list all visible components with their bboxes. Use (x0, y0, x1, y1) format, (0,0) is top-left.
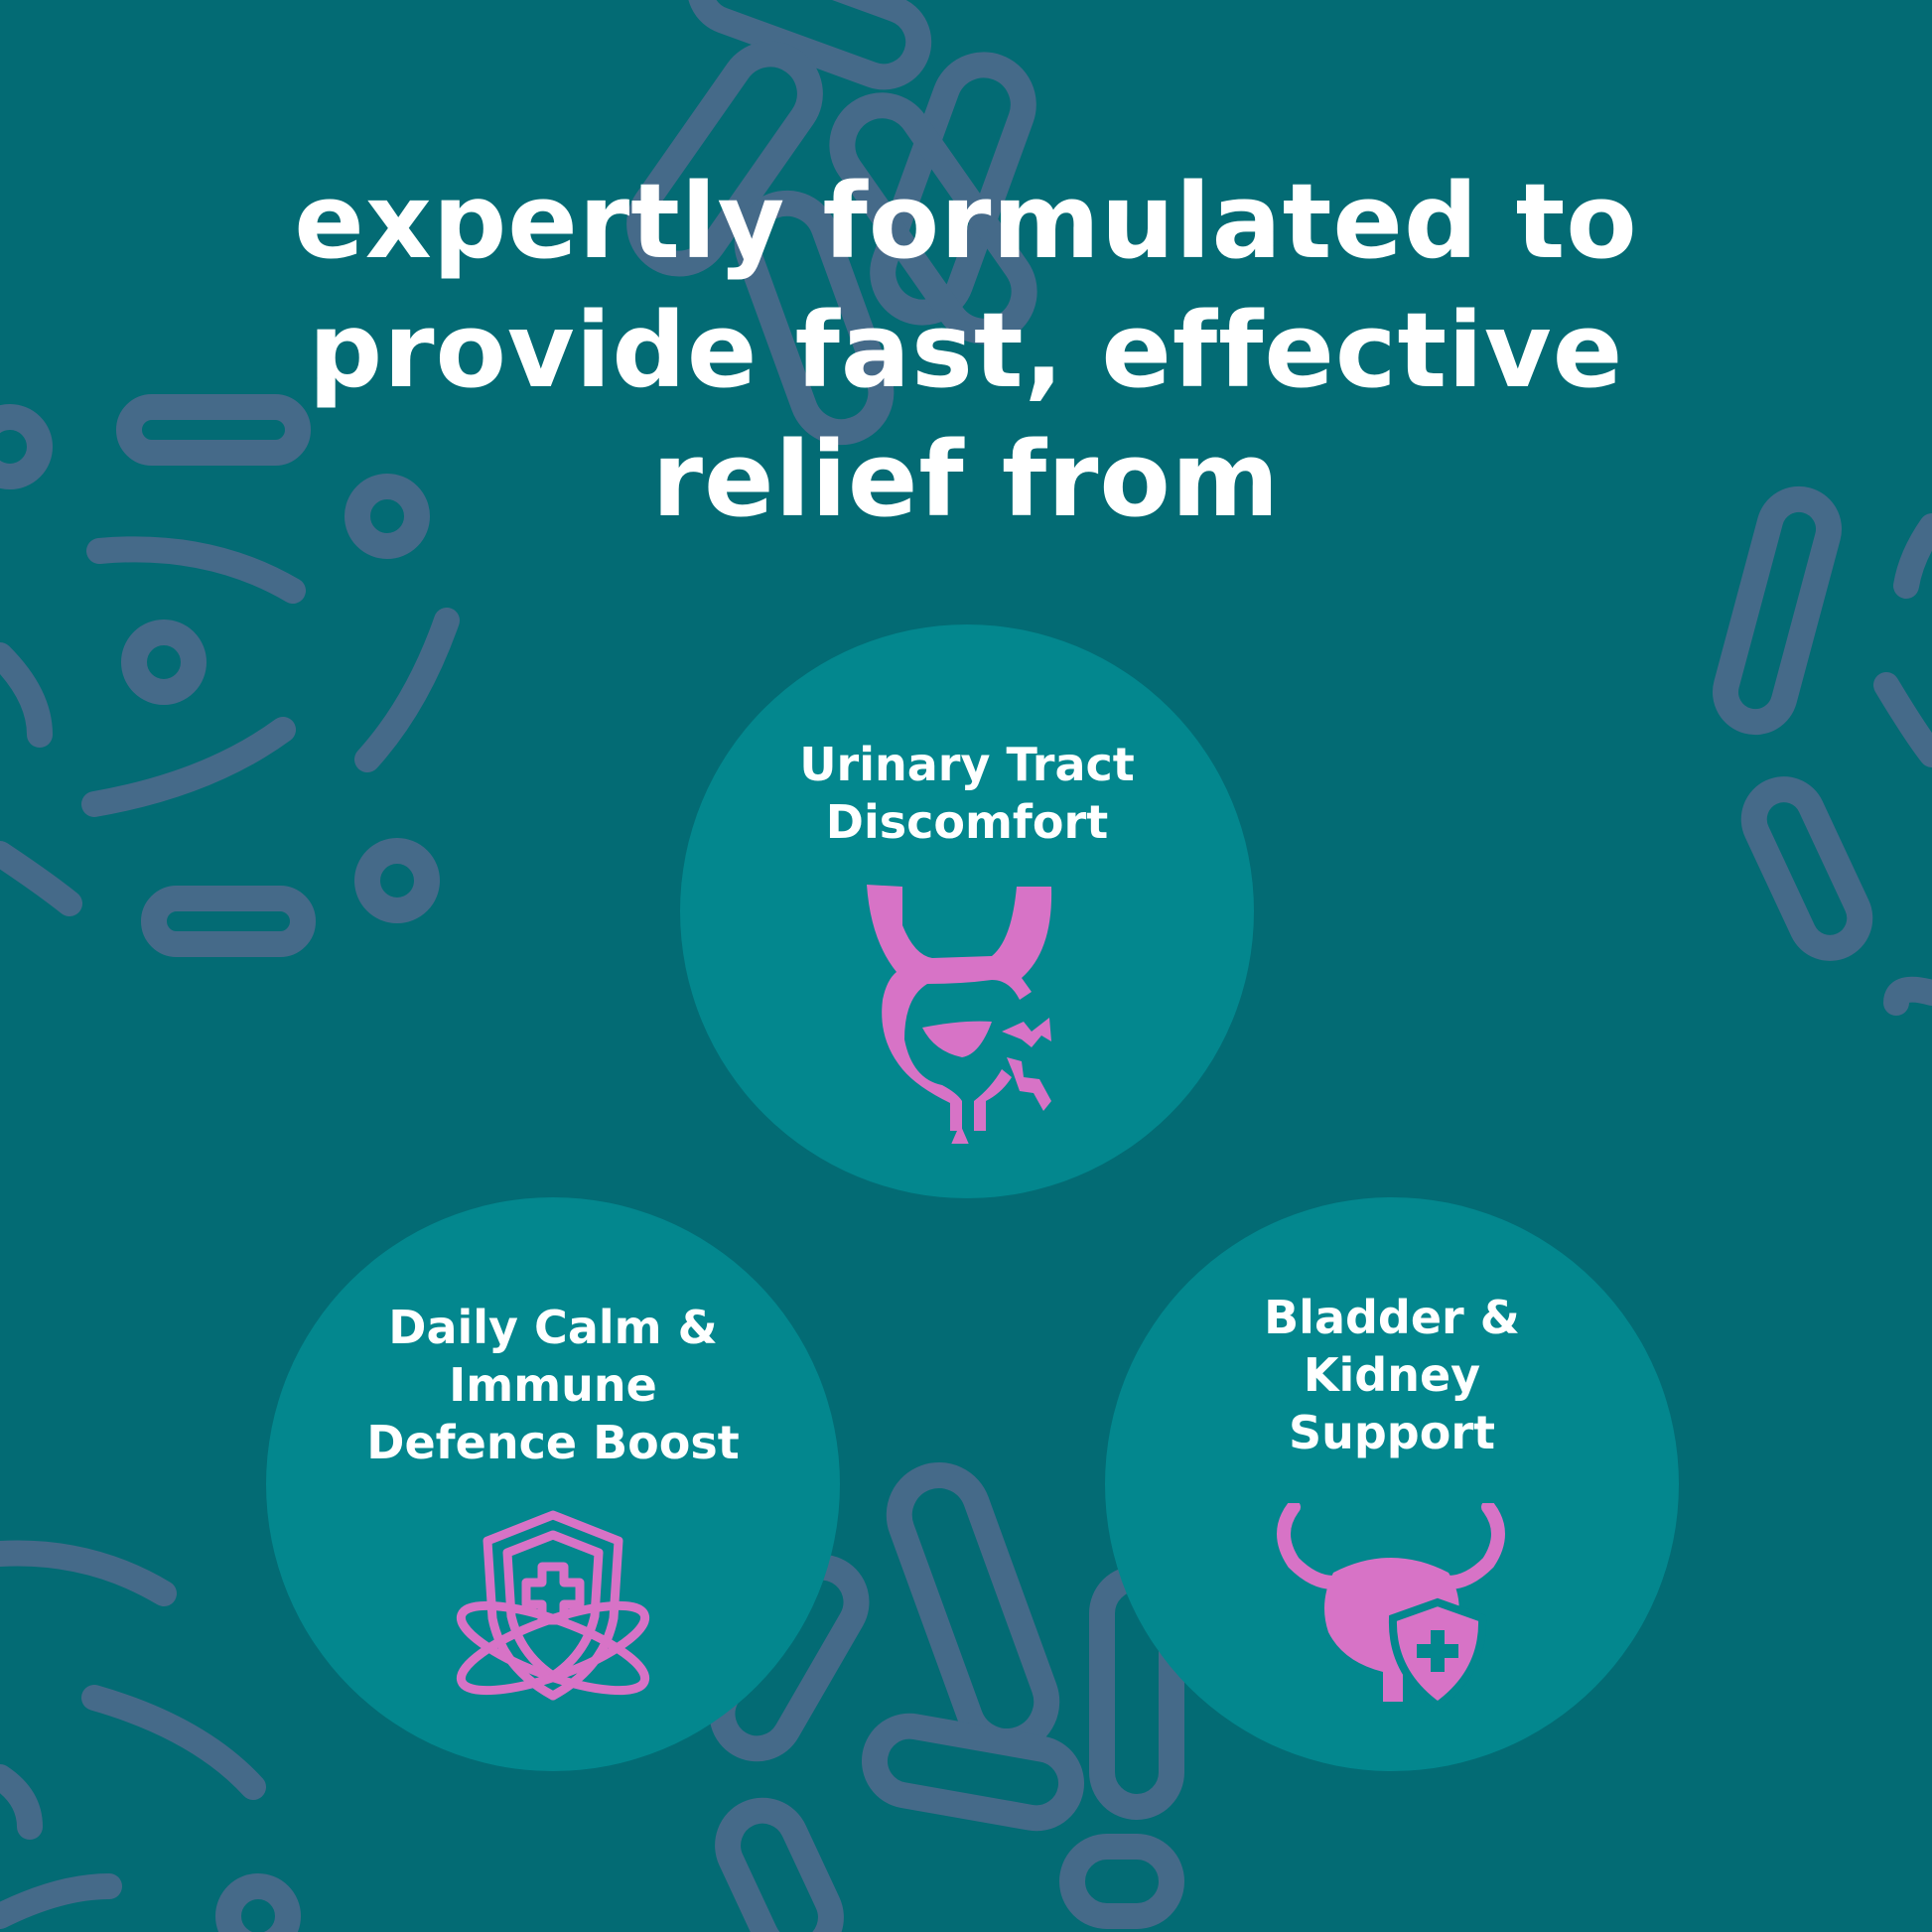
benefit-bladder-kidney: Bladder & Kidney Support (1105, 1197, 1679, 1771)
headline-line: provide fast, effective (308, 290, 1624, 411)
benefit-label-line: Urinary Tract (799, 738, 1135, 791)
benefit-daily-calm-immune: Daily Calm & Immune Defence Boost (266, 1197, 840, 1771)
benefit-label-line: Immune (449, 1358, 657, 1412)
bladder-pain-icon (867, 885, 1052, 1144)
benefit-label: Bladder & Kidney Support (1105, 1289, 1679, 1461)
benefit-label-line: Bladder & (1264, 1291, 1520, 1344)
benefit-label: Urinary Tract Discomfort (680, 736, 1254, 851)
headline-line: relief from (651, 419, 1281, 540)
headline: expertly formulated to provide fast, eff… (0, 157, 1932, 544)
benefit-urinary-tract: Urinary Tract Discomfort (680, 624, 1254, 1198)
benefit-label-line: Discomfort (825, 795, 1109, 849)
benefit-label: Daily Calm & Immune Defence Boost (266, 1299, 840, 1471)
shield-plus-icon (456, 1510, 650, 1701)
benefit-label-line: Defence Boost (366, 1416, 740, 1469)
benefit-label-line: Daily Calm & (388, 1301, 718, 1354)
benefit-label-line: Support (1288, 1406, 1495, 1459)
benefit-label-line: Kidney (1303, 1348, 1481, 1402)
bladder-shield-icon (1277, 1503, 1505, 1708)
headline-line: expertly formulated to (294, 161, 1638, 282)
